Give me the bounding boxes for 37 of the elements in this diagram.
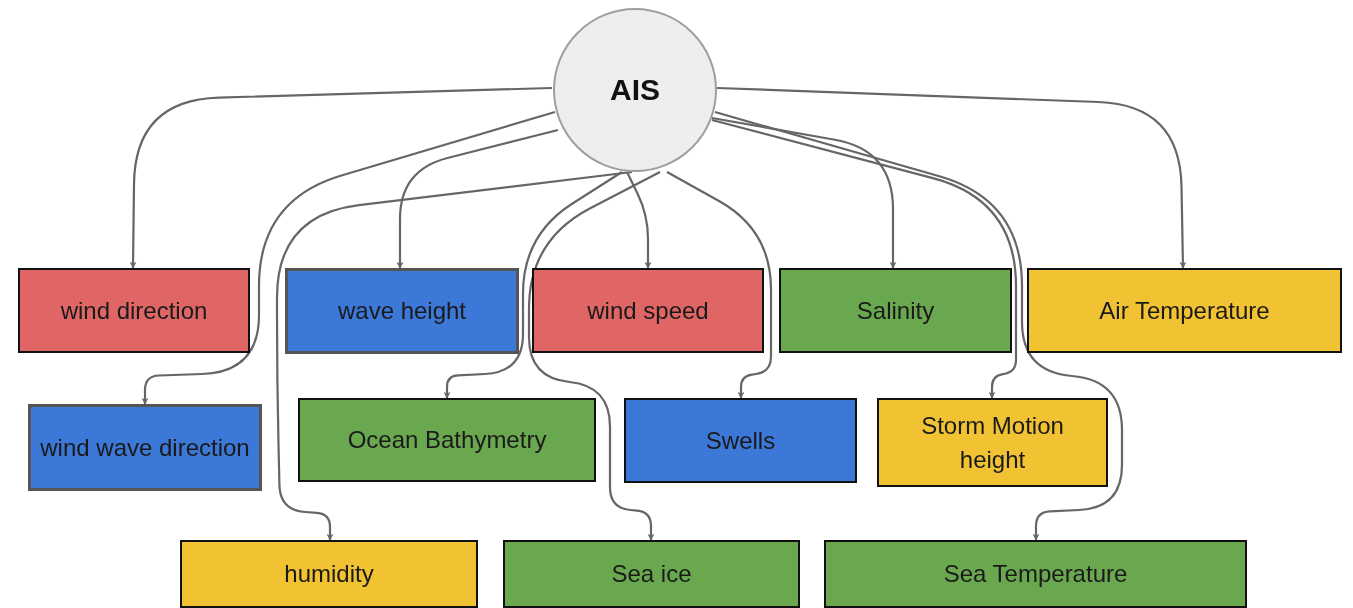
arrow xyxy=(666,171,773,399)
category-box xyxy=(877,398,1108,487)
arrow xyxy=(626,171,652,269)
node-label: Salinity xyxy=(856,295,935,326)
category-box xyxy=(298,398,596,482)
category-box xyxy=(18,268,250,353)
node-label: wind speed xyxy=(587,295,709,326)
node-label: Air Temperature xyxy=(1099,295,1270,326)
node-label: Ocean Bathymetry xyxy=(347,425,547,456)
category-box xyxy=(779,268,1012,353)
category-box xyxy=(624,398,857,483)
category-box xyxy=(1027,268,1342,353)
category-box xyxy=(180,540,478,608)
category-box xyxy=(824,540,1247,608)
node-label: AIS xyxy=(610,73,660,107)
arrow xyxy=(711,116,897,269)
category-box xyxy=(28,404,262,491)
category-box xyxy=(503,540,800,608)
arrow xyxy=(716,86,1187,269)
arrow xyxy=(443,171,623,399)
arrow xyxy=(527,171,661,541)
arrow xyxy=(714,110,1124,541)
arrow xyxy=(129,86,553,269)
node-label: Sea ice xyxy=(611,559,692,590)
arrow xyxy=(141,110,556,405)
category-box xyxy=(532,268,764,353)
node-label: Swells xyxy=(705,425,776,456)
node-label: wind direction xyxy=(60,295,208,326)
category-box xyxy=(285,268,519,354)
arrow xyxy=(396,128,559,269)
node-label: Storm Motion height xyxy=(920,410,1065,475)
arrow xyxy=(711,118,1018,399)
node-label: wind wave direction xyxy=(40,432,250,463)
arrow xyxy=(275,170,633,541)
node-label: humidity xyxy=(284,559,374,590)
node-label: Sea Temperature xyxy=(943,559,1128,590)
node-label: wave height xyxy=(337,296,467,327)
